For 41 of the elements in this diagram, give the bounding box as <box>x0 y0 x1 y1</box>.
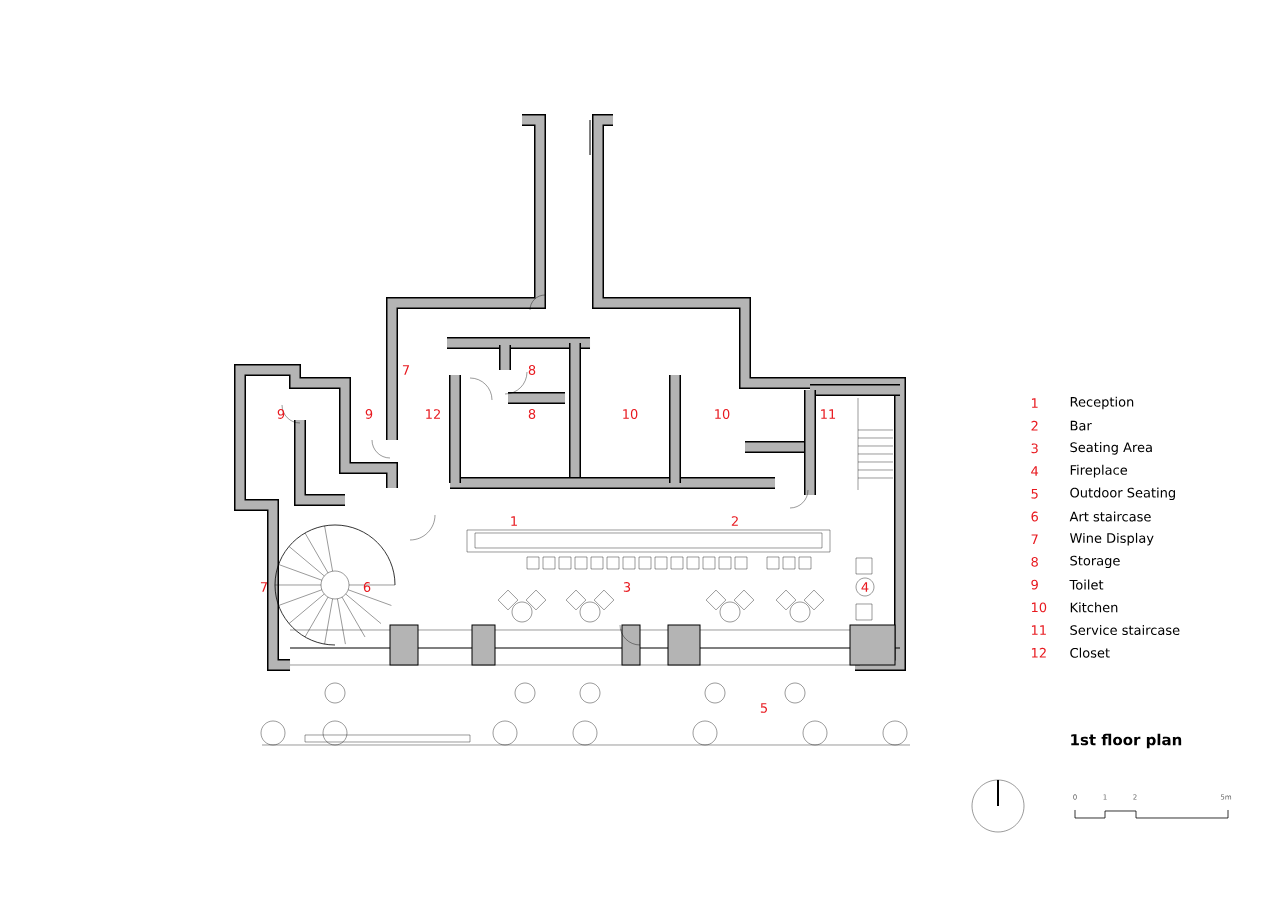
legend-number: 12 <box>1031 647 1046 658</box>
legend-text: Fireplace <box>1070 464 1128 478</box>
room-number: 8 <box>528 365 536 375</box>
plan-title: 1st floor plan <box>1071 733 1182 749</box>
legend-number: 2 <box>1031 420 1038 431</box>
room-number: 4 <box>861 582 869 592</box>
legend-text: Outdoor Seating <box>1070 487 1175 501</box>
room-number: 5 <box>760 703 767 713</box>
legend-number: 9 <box>1031 579 1038 590</box>
legend-text: Closet <box>1070 647 1110 658</box>
legend-number: 8 <box>1031 557 1038 567</box>
legend-text: Seating Area <box>1070 442 1152 455</box>
legend-number: 3 <box>1031 443 1038 454</box>
legend-text: Bar <box>1070 420 1092 431</box>
legend-text: Reception <box>1070 396 1134 410</box>
room-number: 12 <box>426 409 440 419</box>
room-number: 7 <box>402 365 410 375</box>
legend-number: 1 <box>1031 398 1038 408</box>
legend-text: Kitchen <box>1070 602 1118 613</box>
room-number: 3 <box>623 582 631 592</box>
legend-number: 10 <box>1031 602 1047 613</box>
legend-text: Service staircase <box>1070 624 1180 636</box>
legend-number: 6 <box>1031 511 1038 522</box>
room-number: 11 <box>821 409 836 419</box>
room-number: 10 <box>623 409 638 419</box>
room-number: 7 <box>260 582 268 592</box>
legend-text: Storage <box>1070 555 1120 569</box>
room-number: 8 <box>528 409 536 419</box>
room-number: 1 <box>511 516 517 526</box>
room-number: 10 <box>715 409 730 419</box>
room-number: 6 <box>363 582 371 592</box>
legend-text: Art staircase <box>1069 511 1151 522</box>
legend-text: Toilet <box>1069 579 1104 590</box>
legend-number: 5 <box>1031 488 1038 499</box>
room-number: 9 <box>277 409 285 419</box>
legend-number: 7 <box>1031 534 1038 544</box>
legend-number: 4 <box>1031 466 1039 476</box>
legend-text: Wine Display <box>1070 532 1154 546</box>
room-number: 2 <box>731 516 738 526</box>
room-number: 9 <box>365 409 373 419</box>
legend-number: 11 <box>1031 625 1046 635</box>
